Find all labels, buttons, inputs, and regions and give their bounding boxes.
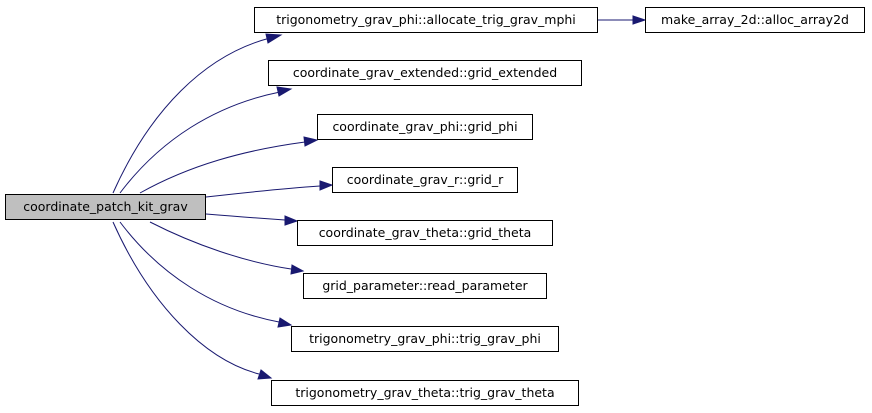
root-node-coordinate-patch-kit-grav: coordinate_patch_kit_grav xyxy=(5,194,206,220)
edge-to-grid-r xyxy=(205,185,321,198)
arrowhead-grid-theta xyxy=(284,215,299,226)
node-grid-extended[interactable]: coordinate_grav_extended::grid_extended xyxy=(268,60,582,86)
edge-to-grid-theta xyxy=(205,213,286,221)
arrowhead-grid-extended xyxy=(276,86,293,97)
edge-to-read-parameter xyxy=(149,221,292,270)
node-grid-phi[interactable]: coordinate_grav_phi::grid_phi xyxy=(317,114,533,140)
arrowhead-alloc-array2d xyxy=(632,15,647,25)
edge-to-allocate-trig-grav-mphi xyxy=(112,37,271,194)
edge-to-grid-extended xyxy=(119,91,281,194)
edge-to-trig-grav-theta xyxy=(112,221,260,375)
arrowhead-trig-grav-theta xyxy=(257,369,273,380)
arrowhead-read-parameter xyxy=(290,264,305,275)
node-trig-grav-phi[interactable]: trigonometry_grav_phi::trig_grav_phi xyxy=(291,326,559,352)
edge-to-trig-grav-phi xyxy=(119,221,280,323)
node-grid-r[interactable]: coordinate_grav_r::grid_r xyxy=(332,167,518,193)
arrowhead-grid-phi xyxy=(303,136,319,147)
arrowhead-trig-grav-phi xyxy=(277,317,293,328)
node-allocate-trig-grav-mphi[interactable]: trigonometry_grav_phi::allocate_trig_gra… xyxy=(254,7,598,33)
node-trig-grav-theta[interactable]: trigonometry_grav_theta::trig_grav_theta xyxy=(271,380,579,406)
node-grid-theta[interactable]: coordinate_grav_theta::grid_theta xyxy=(297,220,553,246)
node-read-parameter[interactable]: grid_parameter::read_parameter xyxy=(303,273,547,299)
arrowhead-grid-r xyxy=(319,180,334,191)
arrowhead-allocate-trig-grav-mphi xyxy=(265,33,283,44)
node-alloc-array2d[interactable]: make_array_2d::alloc_array2d xyxy=(645,7,865,33)
edge-to-grid-phi xyxy=(139,141,306,194)
